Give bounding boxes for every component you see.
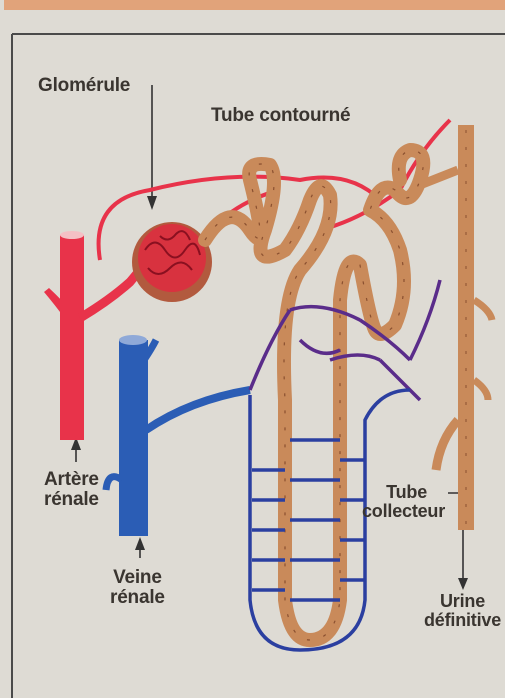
glomerulus — [132, 222, 212, 302]
label-tube-contourne: Tube contourné — [211, 106, 350, 126]
label-urine-line1: Urine — [424, 592, 501, 611]
top-strip — [4, 0, 505, 10]
label-tube-collecteur-line1: Tube — [362, 483, 445, 502]
label-urine-line2: définitive — [424, 611, 501, 630]
label-glomerule: Glomérule — [38, 76, 130, 96]
label-tube-collecteur-line2: collecteur — [362, 502, 445, 521]
label-artere-line1: Artère — [44, 470, 99, 490]
label-veine-line1: Veine — [110, 568, 165, 588]
label-urine-definitive: Urine définitive — [424, 592, 501, 630]
label-artere-line2: rénale — [44, 490, 99, 510]
label-artere-renale: Artère rénale — [44, 470, 99, 510]
label-tube-collecteur: Tube collecteur — [362, 483, 445, 521]
label-veine-line2: rénale — [110, 588, 165, 608]
label-veine-renale: Veine rénale — [110, 568, 165, 608]
